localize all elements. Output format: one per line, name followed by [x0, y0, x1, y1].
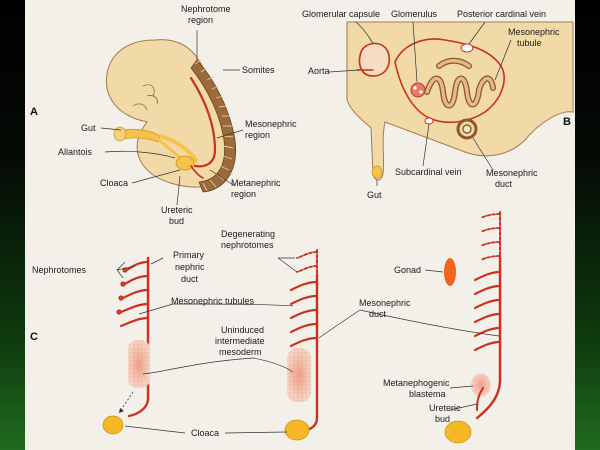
cross-section-body — [346, 21, 574, 181]
nephric-duct-a — [189, 76, 217, 168]
cloaca-3 — [444, 420, 472, 444]
glomerular-capsule — [358, 42, 391, 77]
cloaca-2 — [284, 419, 310, 441]
label-mesonephric-tubules: Mesonephric tubules — [171, 296, 255, 306]
posterior-cardinal-vein — [460, 43, 474, 53]
panel-a-letter: A — [30, 106, 38, 118]
label-gut-a: Gut — [81, 123, 96, 133]
glomerulus — [410, 82, 426, 98]
label-nephrotome-region-2: region — [188, 15, 213, 25]
kidney-development-diagram: A Nephrotome region Somites Gut Allantoi… — [30, 4, 574, 444]
allantois — [156, 136, 182, 160]
label-posterior-cardinal-vein: Posterior cardinal vein — [457, 9, 546, 19]
label-uninduced-mesoderm-2: intermediate — [215, 336, 265, 346]
label-metanephogenic-blastema-2: blastema — [409, 389, 446, 399]
stage-2 — [284, 249, 319, 441]
label-glomerular-capsule: Glomerular capsule — [302, 9, 380, 19]
label-somites: Somites — [242, 65, 275, 75]
label-primary-nephric-duct-3: duct — [181, 274, 199, 284]
cloaca-a — [175, 155, 195, 171]
label-degenerating-nephrotomes-1: Degenerating — [221, 229, 275, 239]
gut-b — [371, 165, 383, 179]
stage-1 — [102, 256, 150, 435]
label-primary-nephric-duct-1: Primary — [173, 250, 204, 260]
label-mesonephric-tubule-1: Mesonephric — [508, 27, 560, 37]
label-metanephric-region-2: region — [231, 189, 256, 199]
subcardinal-vein — [424, 117, 434, 125]
label-allantois: Allantois — [58, 147, 93, 157]
label-ureteric-bud-a-1: Ureteric — [161, 205, 193, 215]
label-mesonephric-duct-c-2: duct — [369, 309, 387, 319]
label-mesonephric-region-1: Mesonephric — [245, 119, 297, 129]
gut-tube — [120, 128, 161, 143]
panel-c: C — [30, 211, 502, 444]
label-nephrotomes: Nephrotomes — [32, 265, 87, 275]
label-mesonephric-duct-b-2: duct — [495, 179, 513, 189]
label-aorta: Aorta — [308, 66, 330, 76]
label-degenerating-nephrotomes-2: nephrotomes — [221, 240, 274, 250]
label-uninduced-mesoderm-3: mesoderm — [219, 347, 262, 357]
label-uninduced-mesoderm-1: Uninduced — [221, 325, 264, 335]
gonad — [444, 258, 456, 286]
label-ureteric-bud-c-2: bud — [435, 414, 450, 424]
label-metanephogenic-blastema-1: Metanephogenic — [383, 378, 450, 388]
label-mesonephric-tubule-2: tubule — [517, 38, 542, 48]
label-ureteric-bud-a-2: bud — [169, 216, 184, 226]
metanephogenic-blastema — [471, 373, 491, 397]
label-metanephric-region-1: Metanephric — [231, 178, 281, 188]
embryo-body — [105, 39, 234, 188]
label-glomerulus: Glomerulus — [391, 9, 438, 19]
diagram-page: A Nephrotome region Somites Gut Allantoi… — [25, 0, 575, 450]
label-mesonephric-duct-c-1: Mesonephric — [359, 298, 411, 308]
panel-b: B Glomerular capsule Glomerulus Posterio… — [302, 9, 574, 200]
label-gut-b: Gut — [367, 190, 382, 200]
panel-a: A Nephrotome region Somites Gut Allantoi… — [30, 4, 297, 226]
panel-b-letter: B — [563, 116, 571, 128]
cloaca-1 — [102, 415, 124, 435]
somites-band — [190, 59, 237, 193]
label-nephrotome-region-1: Nephrotome — [181, 4, 231, 14]
label-cloaca-c: Cloaca — [191, 428, 219, 438]
label-cloaca-a: Cloaca — [100, 178, 128, 188]
label-primary-nephric-duct-2: nephric — [175, 262, 205, 272]
label-subcardinal-vein: Subcardinal vein — [395, 167, 462, 177]
label-mesonephric-region-2: region — [245, 130, 270, 140]
stage-3 — [444, 211, 502, 444]
label-ureteric-bud-c-1: Ureteric — [429, 403, 461, 413]
label-gonad: Gonad — [394, 265, 421, 275]
panel-c-letter: C — [30, 331, 38, 343]
label-mesonephric-duct-b-1: Mesonephric — [486, 168, 538, 178]
